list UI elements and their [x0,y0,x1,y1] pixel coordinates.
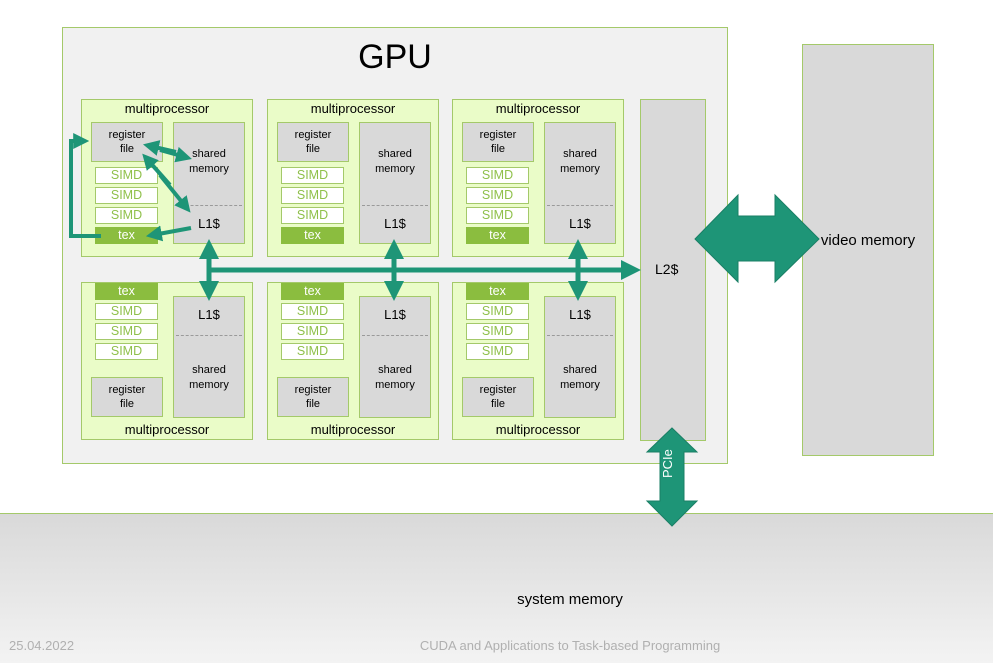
tex-unit: tex [466,227,529,244]
footer-title: CUDA and Applications to Task-based Prog… [419,638,721,653]
simd-unit: SIMD [466,167,529,184]
video-memory-label: video memory [820,232,916,249]
shared-l1-divider [547,335,613,336]
simd-unit: SIMD [281,167,344,184]
shared-memory-label: shared memory [375,364,415,391]
simd-unit: SIMD [95,323,158,340]
multiprocessor-label: multiprocessor [310,101,396,116]
simd-unit: SIMD [466,187,529,204]
multiprocessor-label: multiprocessor [495,101,581,116]
tex-unit: tex [95,227,158,244]
tex-unit: tex [281,283,344,300]
register-l1-arrow-b [158,173,191,213]
multiprocessor-box: multiprocessor register file SIMD SIMD SIM… [267,99,439,257]
shared-memory-l1-block: shared memory L1$ [544,296,616,418]
shared-l1-divider [176,205,242,206]
simd-unit: SIMD [95,187,158,204]
shared-memory-label: shared memory [560,148,600,175]
simd-unit: SIMD [95,303,158,320]
video-memory-box [802,44,934,456]
register-file: register file [462,377,534,417]
l2-cache-label: L2$ [655,261,679,277]
simd-unit: SIMD [281,207,344,224]
multiprocessor-label: multiprocessor [495,422,581,437]
shared-l1-divider [547,205,613,206]
l2-cache-box [640,99,706,441]
multiprocessor-box: multiprocessor register file SIMD SIMD SIM… [81,282,253,440]
register-file: register file [91,377,163,417]
register-file: register file [277,122,349,162]
simd-unit: SIMD [95,167,158,184]
tex-register-loop-arrow [69,133,101,238]
shared-memory-l1-block: shared memory L1$ [173,122,245,244]
shared-memory-label: shared memory [189,148,229,175]
tex-unit: tex [466,283,529,300]
tex-unit: tex [95,283,158,300]
pcie-arrow [645,427,699,527]
shared-l1-divider [176,335,242,336]
l1-cache-label: L1$ [384,216,406,231]
footer-date: 25.04.2022 [9,638,75,653]
l1-tex-arrow [145,225,192,242]
simd-unit: SIMD [281,303,344,320]
system-memory-label: system memory [517,591,623,608]
simd-unit: SIMD [466,207,529,224]
pcie-label: PCIe [660,449,675,478]
l1-cache-label: L1$ [569,216,591,231]
shared-memory-label: shared memory [375,148,415,175]
simd-unit: SIMD [95,207,158,224]
simd-unit: SIMD [281,343,344,360]
gpu-title: GPU [358,38,432,76]
l1-cache-label: L1$ [198,307,220,322]
l1-cache-label: L1$ [384,307,406,322]
register-file: register file [462,122,534,162]
register-shared-arrow-b [159,146,192,163]
simd-unit: SIMD [466,323,529,340]
shared-memory-l1-block: shared memory L1$ [173,296,245,418]
multiprocessor-label: multiprocessor [124,101,210,116]
register-file: register file [277,377,349,417]
shared-memory-label: shared memory [560,364,600,391]
multiprocessor-box: multiprocessor register file SIMD SIMD SIM… [452,99,624,257]
simd-unit: SIMD [281,187,344,204]
simd-unit: SIMD [281,323,344,340]
simd-unit: SIMD [466,343,529,360]
shared-memory-l1-block: shared memory L1$ [359,296,431,418]
l1-cache-label: L1$ [198,216,220,231]
shared-memory-l1-block: shared memory L1$ [359,122,431,244]
shared-l1-divider [362,335,428,336]
shared-memory-label: shared memory [189,364,229,391]
l2-video-memory-arrow [694,193,820,284]
shared-l1-divider [362,205,428,206]
multiprocessor-box: multiprocessor register file SIMD SIMD SIM… [452,282,624,440]
l1-cache-label: L1$ [569,307,591,322]
tex-unit: tex [281,227,344,244]
multiprocessor-label: multiprocessor [310,422,396,437]
system-memory-box [0,513,993,663]
simd-unit: SIMD [466,303,529,320]
multiprocessor-box: multiprocessor register file SIMD SIMD SIM… [267,282,439,440]
simd-unit: SIMD [95,343,158,360]
multiprocessor-label: multiprocessor [124,422,210,437]
